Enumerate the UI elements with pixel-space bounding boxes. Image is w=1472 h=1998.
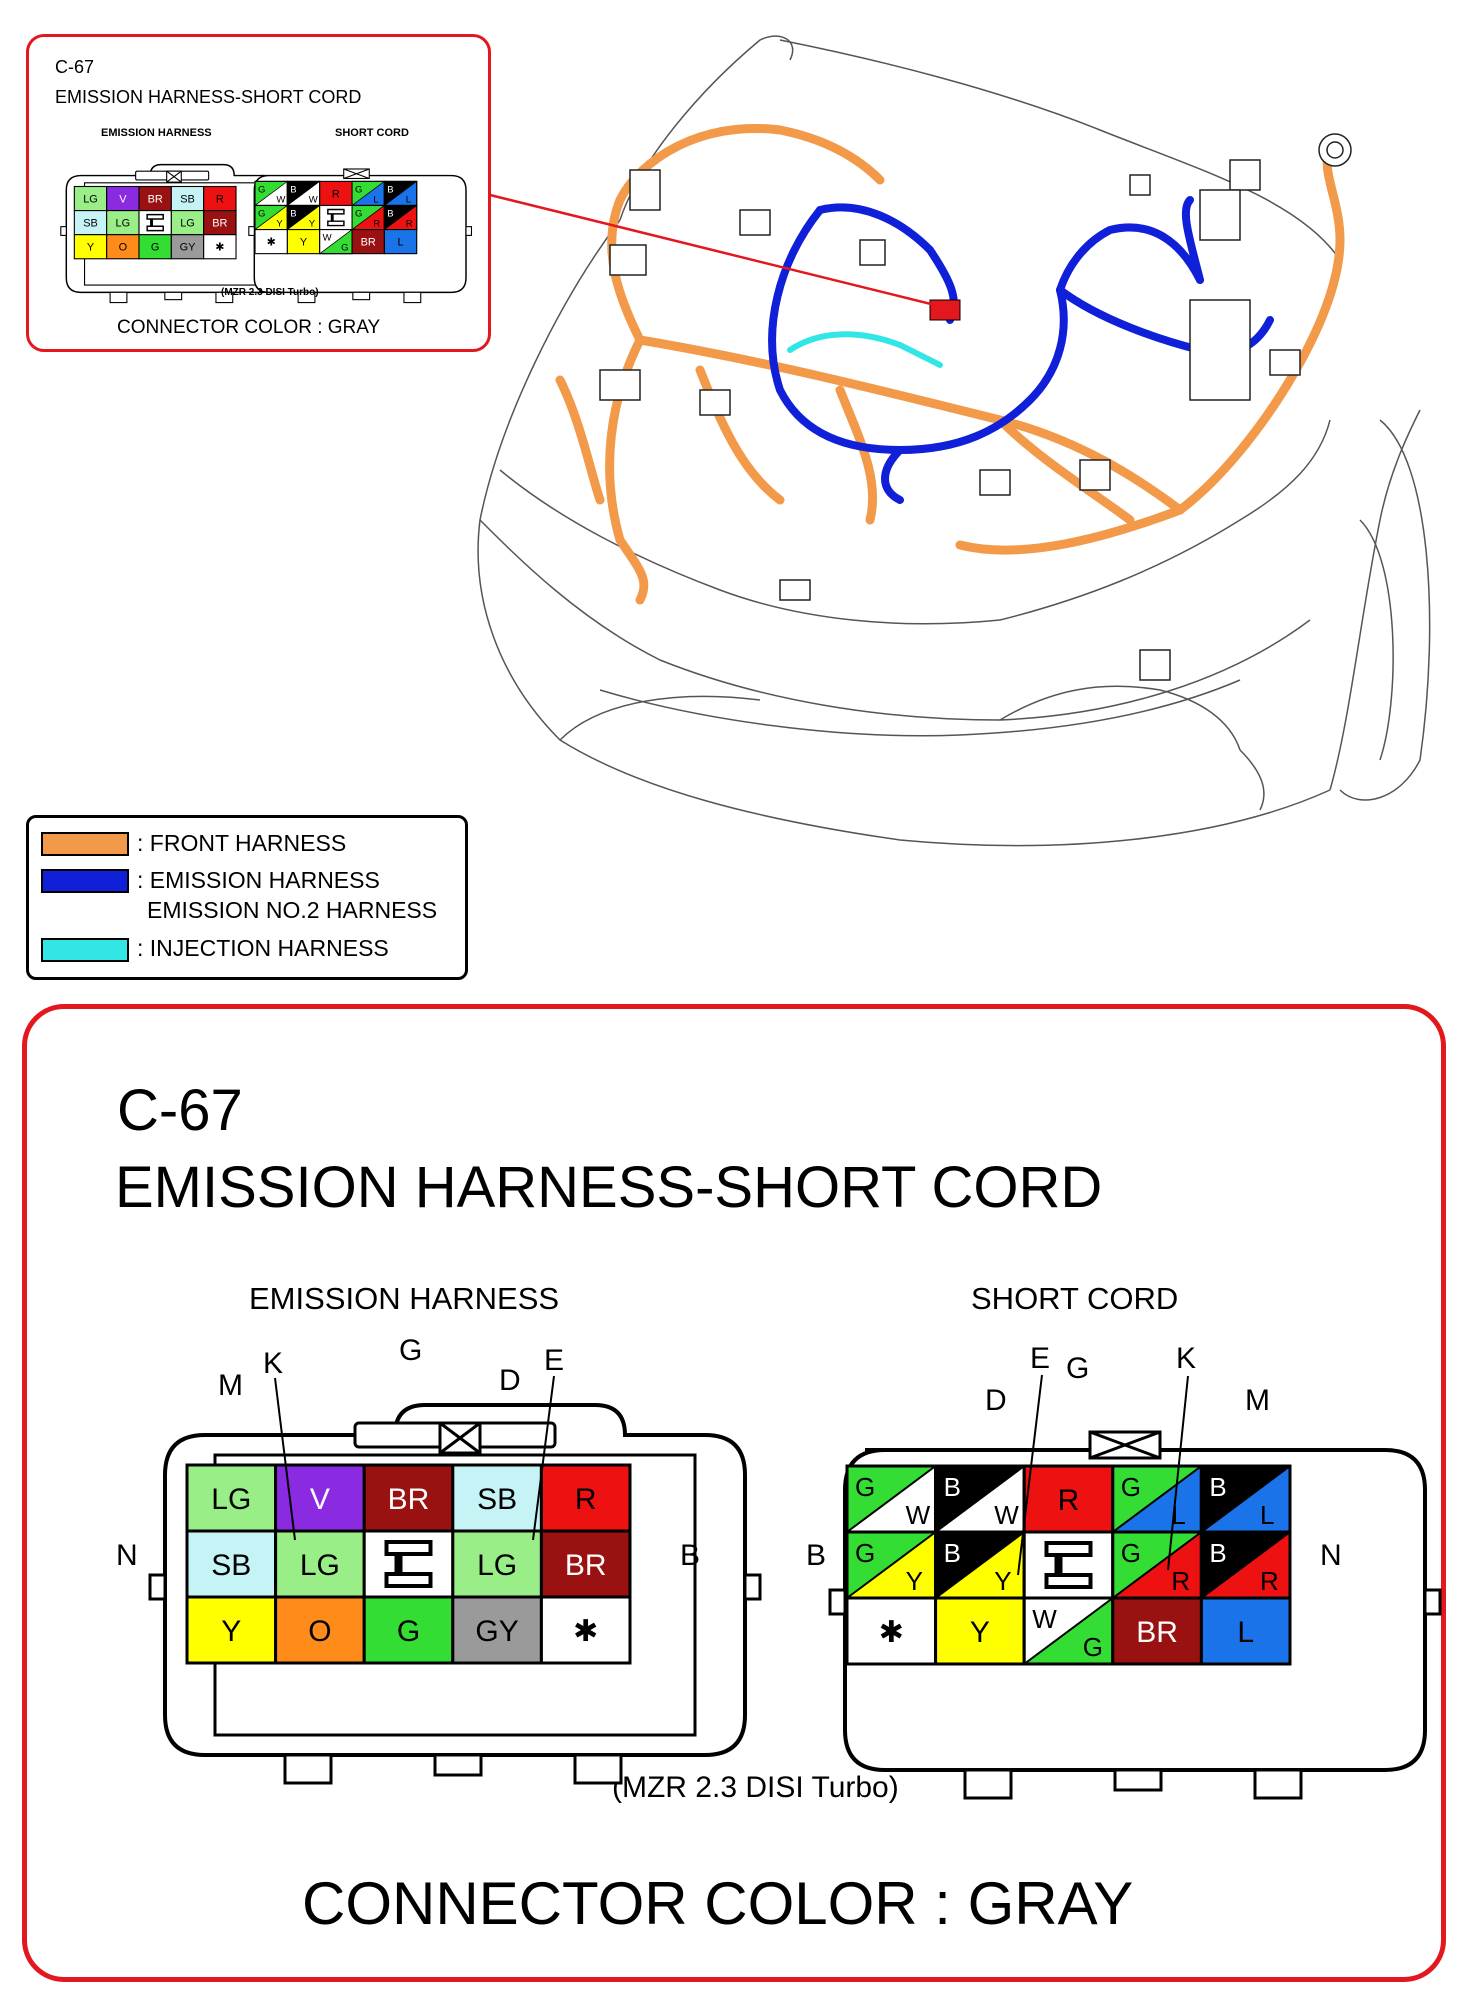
main-code: C-67	[117, 1078, 243, 1143]
short-cord-heading: SHORT CORD	[971, 1281, 1179, 1316]
inset-connector-color: CONNECTOR COLOR : GRAY	[117, 317, 381, 338]
inset-panel: C-67 EMISSION HARNESS-SHORT CORD EMISSIO…	[26, 34, 491, 352]
emission-harness-swatch	[41, 869, 129, 893]
main-title: EMISSION HARNESS-SHORT CORD	[115, 1155, 1103, 1220]
front-harness-label: : FRONT HARNESS	[137, 830, 347, 856]
engine-note: (MZR 2.3 DISI Turbo)	[612, 1771, 899, 1804]
inset-connector-thumbnails	[60, 163, 473, 304]
emission-harness-heading: EMISSION HARNESS	[249, 1281, 560, 1316]
front-harness-swatch	[41, 832, 129, 856]
inset-code: C-67	[55, 57, 95, 77]
harness-legend: : FRONT HARNESS : EMISSION HARNESS EMISS…	[26, 815, 468, 980]
inset-short-heading: SHORT CORD	[335, 127, 409, 139]
emission-no2-harness-label: EMISSION NO.2 HARNESS	[147, 897, 438, 923]
injection-harness-label: : INJECTION HARNESS	[137, 935, 389, 961]
inset-emission-heading: EMISSION HARNESS	[101, 127, 212, 139]
inset-title: EMISSION HARNESS-SHORT CORD	[55, 87, 362, 107]
main-detail-panel: C-67 EMISSION HARNESS-SHORT CORD EMISSIO…	[22, 1004, 1446, 1982]
engine-bay-illustration	[477, 35, 1431, 847]
inset-engine-note: (MZR 2.3 DISI Turbo)	[221, 287, 319, 298]
emission-harness-label: : EMISSION HARNESS	[137, 867, 380, 893]
injection-harness-swatch	[41, 938, 129, 962]
connector-color: CONNECTOR COLOR : GRAY	[302, 1870, 1134, 1937]
